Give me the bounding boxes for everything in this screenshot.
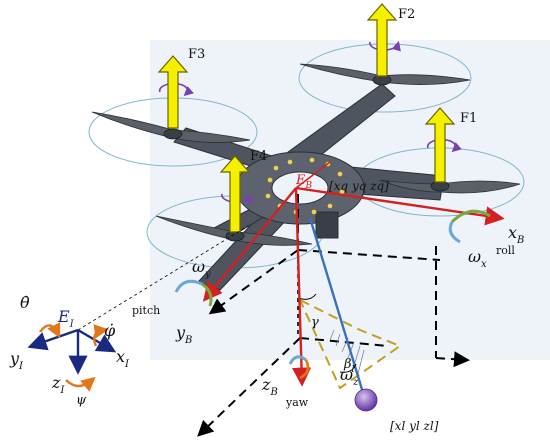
axis-yI	[27, 328, 79, 351]
label-zI: zI	[51, 373, 65, 396]
beta-arc	[339, 363, 357, 373]
label-roll: roll	[496, 244, 515, 257]
label-theta-dot: θ̇	[20, 293, 30, 312]
pitch-rate-arrow-tail	[201, 282, 213, 307]
yaw-rate-arrow	[288, 355, 307, 365]
roll-rate-arrow	[450, 209, 491, 224]
propeller-1	[379, 179, 521, 194]
hub-3	[163, 128, 183, 140]
label-body-position: [xq yq zq]	[329, 179, 389, 193]
thrust-arrow-f2	[366, 3, 398, 77]
axis-stub-1	[295, 161, 331, 189]
propeller-3	[91, 111, 251, 143]
euler-rate-arrows	[39, 322, 109, 392]
label-inertial-origin: EI	[57, 307, 75, 330]
label-xI: xI	[116, 347, 130, 370]
thrust-arrow-f3	[157, 55, 189, 129]
label-f4: F4	[250, 149, 267, 164]
proj-y	[208, 249, 299, 315]
label-yaw: yaw	[285, 396, 309, 409]
phi-dot-arrow	[93, 324, 109, 347]
yaw-rate-arrow-tail	[299, 359, 310, 380]
pitch-rate-arrow	[174, 279, 203, 293]
motor-hubs	[163, 74, 450, 242]
roll-rate-arrow-tail	[448, 221, 461, 244]
gimbal-block	[315, 211, 339, 239]
label-body-origin: EB	[295, 173, 313, 191]
thrust-arrows	[157, 3, 456, 233]
proj-y-ground	[197, 337, 301, 437]
label-phi-dot: φ̇	[104, 321, 116, 340]
axis-zB	[291, 187, 312, 387]
propeller-4	[155, 215, 313, 246]
thrust-arrow-f4	[219, 155, 251, 233]
label-f1: F1	[460, 111, 477, 126]
label-f2: F2	[398, 7, 415, 22]
propeller-2	[299, 63, 471, 85]
label-yI: yI	[9, 349, 24, 372]
label-load-position: [xl yl zl]	[390, 419, 439, 433]
label-omega-z: ωz	[340, 365, 359, 388]
thrust-arrow-f1	[424, 107, 456, 183]
inertial-axes	[27, 328, 117, 375]
label-f3: F3	[188, 47, 205, 62]
psi-arrow	[65, 376, 96, 392]
axis-stub-2	[295, 187, 347, 197]
proj-x	[297, 249, 441, 261]
label-xB: xB	[508, 223, 524, 246]
proj-x-ground	[435, 351, 470, 368]
label-omega-x: ωx	[468, 247, 487, 270]
axis-yB	[202, 187, 297, 302]
label-pitch: pitch	[132, 304, 160, 317]
theta-dot-arrow	[39, 322, 61, 339]
label-beta: βl	[343, 357, 355, 375]
label-gamma: γ	[311, 315, 319, 330]
label-psi: ψ	[76, 393, 87, 408]
label-omega-y: ωy	[192, 257, 211, 280]
swing-plane-outline	[297, 297, 403, 390]
propellers	[91, 63, 521, 246]
load-mass	[354, 388, 378, 412]
label-yB: yB	[175, 323, 192, 346]
label-zB: zB	[261, 375, 278, 398]
